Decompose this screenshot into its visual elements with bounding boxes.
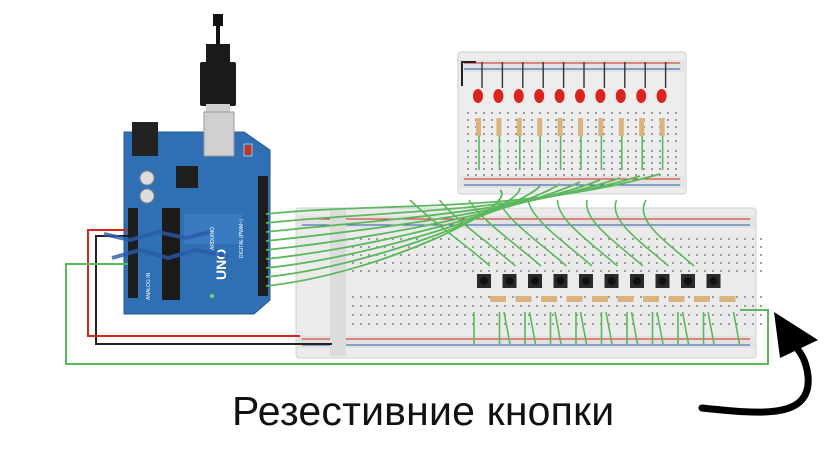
arrow-to-buttons[interactable] <box>698 312 818 416</box>
button-row <box>473 274 741 345</box>
button-resistor <box>617 296 634 302</box>
data-wire <box>265 181 581 251</box>
brand-label: ARDUINO <box>210 227 216 250</box>
led <box>615 89 626 103</box>
arduino-uno-board: UNO DIGITAL (PWM~) ANALOG IN ARDUINO <box>123 111 271 315</box>
led <box>575 89 585 103</box>
led-breadboard <box>457 51 687 195</box>
button-signal-wire <box>556 199 619 267</box>
data-wire <box>265 179 601 242</box>
button-signal-wire <box>497 199 568 267</box>
button-resistor <box>515 296 532 302</box>
button-breadboard <box>295 207 762 359</box>
button-resistor <box>668 296 685 302</box>
led <box>656 89 667 103</box>
led-resistor <box>476 118 481 136</box>
led-resistor <box>516 118 522 136</box>
led-resistor <box>659 118 665 136</box>
digital-label: DIGITAL (PWM~) <box>239 219 245 258</box>
button-resistor <box>719 296 736 302</box>
data-wire <box>265 185 541 269</box>
button-resistor <box>566 296 583 302</box>
led <box>493 89 504 103</box>
data-wire <box>265 187 521 278</box>
led <box>513 89 524 103</box>
data-wire <box>265 177 621 233</box>
data-wire <box>265 175 641 224</box>
caption-resistive-buttons: Резестивние кнопки <box>232 388 615 434</box>
button-signal-wire <box>468 199 542 267</box>
button-resistor <box>592 296 608 302</box>
led <box>534 89 545 103</box>
button-resistor <box>490 296 506 302</box>
led-row <box>473 62 667 170</box>
led-resistor <box>598 118 604 136</box>
led-resistor <box>639 118 645 136</box>
led-resistor <box>496 118 502 136</box>
button-resistor <box>541 296 557 302</box>
led-resistor <box>578 118 583 136</box>
button-signal-wire <box>585 199 644 267</box>
led <box>636 89 647 103</box>
led-resistor <box>557 118 563 136</box>
button-signal-wire <box>438 199 517 267</box>
data-wire <box>265 173 661 215</box>
led-resistor <box>618 118 624 136</box>
data-wire <box>265 189 503 287</box>
button-resistor <box>643 296 659 302</box>
led-resistor <box>537 118 543 136</box>
power-wires <box>65 229 769 365</box>
data-wires <box>265 173 695 287</box>
button-breadboard-holes <box>352 238 762 325</box>
button-signal-wire <box>642 199 695 267</box>
analog-label: ANALOG IN <box>146 272 152 300</box>
button-signal-wire <box>527 199 593 267</box>
button-signal-wire <box>409 199 491 267</box>
button-signal-wire <box>614 199 670 267</box>
led <box>554 89 565 103</box>
led <box>473 89 483 103</box>
usb-cable <box>200 14 236 116</box>
button-resistor <box>694 296 710 302</box>
led <box>595 89 606 103</box>
